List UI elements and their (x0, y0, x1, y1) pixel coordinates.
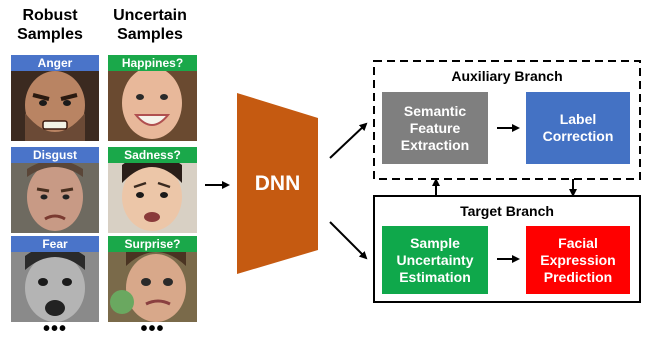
sample-uncertainty-estimation-label: Sample Uncertainty Estimation (396, 234, 474, 285)
emotion-badge: Happines? (108, 55, 197, 71)
semantic-feature-extraction-label: Semantic Feature Extraction (400, 102, 470, 153)
sample-uncertainty-estimation-box: Sample Uncertainty Estimation (382, 226, 488, 294)
target-branch-title: Target Branch (460, 203, 554, 219)
facial-expression-prediction-label: Facial Expression Prediction (540, 234, 616, 285)
uncertain-samples-header: Uncertain Samples (113, 7, 187, 43)
emotion-badge: Surprise? (108, 236, 197, 252)
dnn-block (237, 93, 318, 274)
uncertain-sample-surprise: Surprise? (108, 236, 197, 322)
emotion-badge: Disgust (11, 147, 99, 163)
emotion-badge: Fear (11, 236, 99, 252)
label-correction-label: Label Correction (542, 111, 614, 144)
uncertain-sample-happiness: Happines? (108, 55, 197, 141)
uncertain-ellipsis: ••• (140, 318, 165, 340)
auxiliary-branch-container (373, 60, 641, 180)
robust-samples-header: Robust Samples (17, 7, 83, 43)
emotion-badge: Sadness? (108, 147, 197, 163)
robust-sample-anger: Anger (11, 55, 99, 141)
semantic-feature-extraction-box: Semantic Feature Extraction (382, 92, 488, 164)
robust-sample-fear: Fear (11, 236, 99, 322)
facial-expression-prediction-box: Facial Expression Prediction (526, 226, 630, 294)
auxiliary-branch-title: Auxiliary Branch (451, 68, 563, 84)
uncertain-sample-sadness: Sadness? (108, 147, 197, 233)
dnn-to-auxiliary-arrow (329, 122, 368, 159)
robust-ellipsis: ••• (42, 318, 67, 340)
dnn-to-target-arrow (329, 221, 368, 260)
robust-sample-disgust: Disgust (11, 147, 99, 233)
label-correction-box: Label Correction (526, 92, 630, 164)
emotion-badge: Anger (11, 55, 99, 71)
dnn-label: DNN (254, 172, 301, 195)
